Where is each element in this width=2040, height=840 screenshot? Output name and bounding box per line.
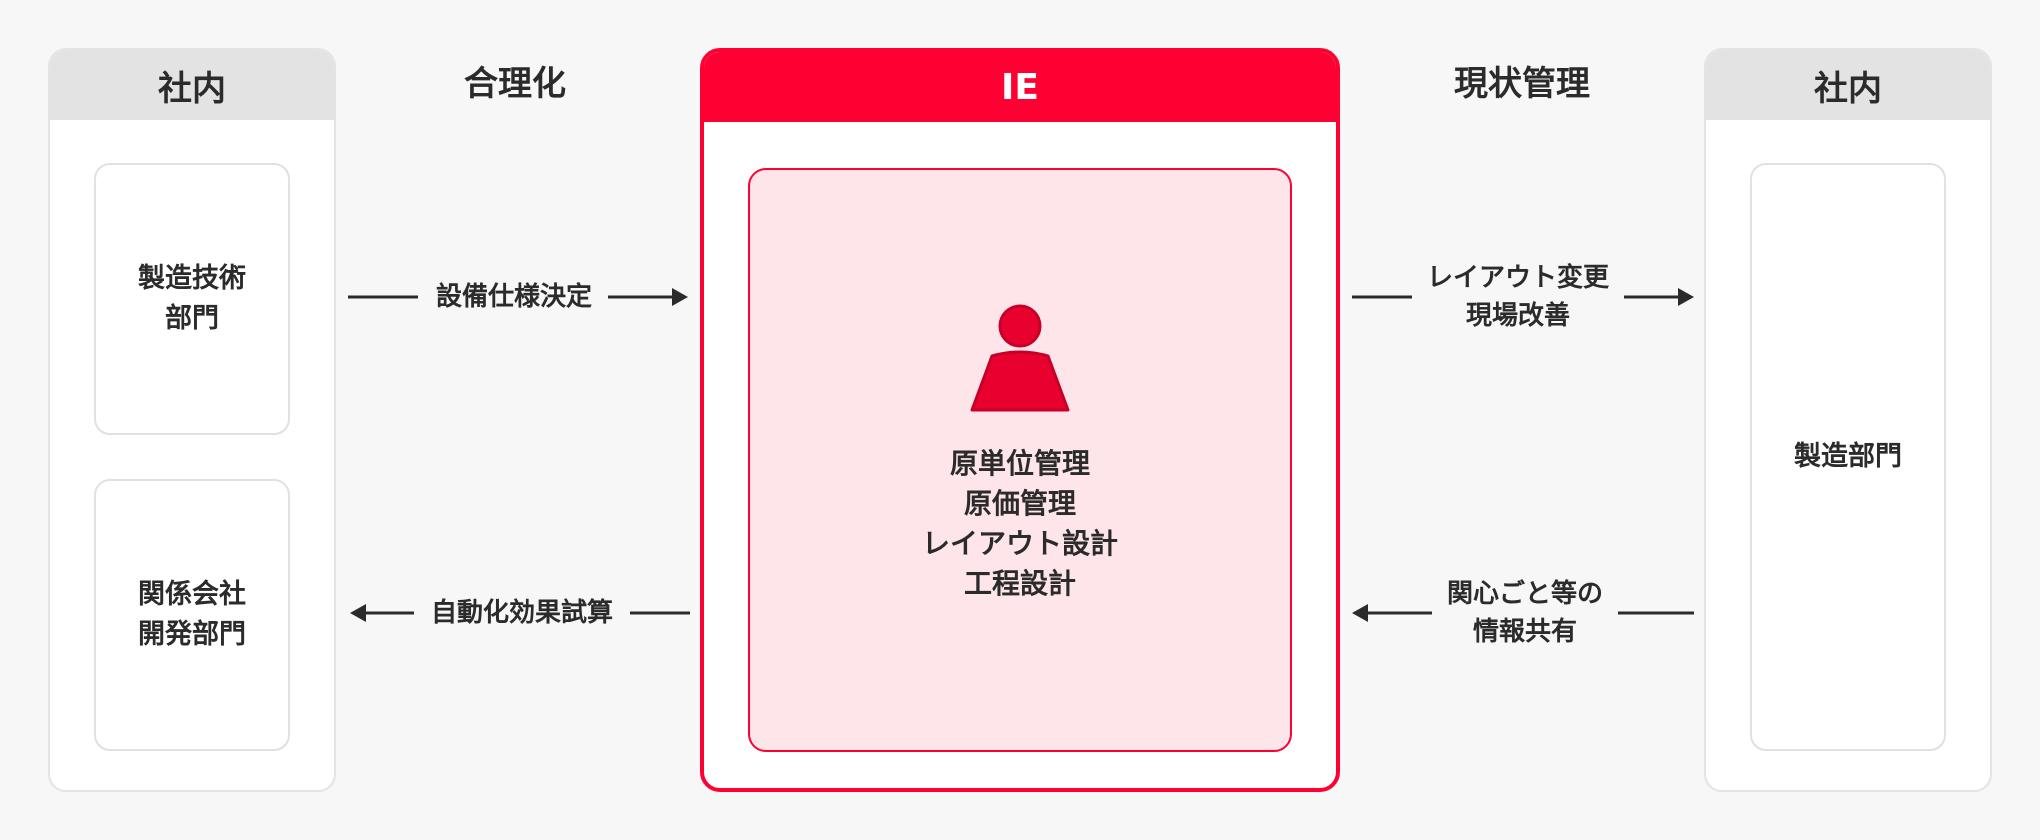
left-company-panel: 社内 製造技術 部門 関係会社 開発部門 [48,48,336,792]
flow-label-equipment-spec: 設備仕様決定 [426,278,602,316]
left-panel-header: 社内 [50,50,334,120]
flow-label-automation-estimate: 自動化効果試算 [418,594,626,632]
ie-role-box: 原単位管理 原価管理 レイアウト設計 工程設計 [748,168,1292,752]
ie-panel-header: IE [704,52,1336,122]
ie-task: 工程設計 [963,567,1076,600]
ie-task: 原単位管理 [949,447,1090,480]
right-panel-header: 社内 [1706,50,1990,120]
left-arrow-icon [1352,604,1694,622]
flow-label-layout-change: レイアウト変更 現場改善 [1416,259,1620,335]
status-management-heading: 現状管理 [1454,64,1590,104]
manufacturing-tech-dept-box: 製造技術 部門 [94,163,290,435]
person-icon [970,304,1070,412]
ie-task: 原価管理 [963,487,1076,520]
right-arrow-icon [1352,288,1694,306]
right-arrow-icon [348,288,688,306]
ie-task-list: 原単位管理 原価管理 レイアウト設計 工程設計 [750,444,1290,604]
rationalize-heading: 合理化 [464,64,566,104]
affiliate-dev-dept-box: 関係会社 開発部門 [94,479,290,751]
flow-equipment-spec: 設備仕様決定 [346,257,692,337]
ie-panel: IE 原単位管理 原価管理 レイアウト設計 工程設計 [700,48,1340,792]
flow-layout-change: レイアウト変更 現場改善 [1350,257,1696,337]
manufacturing-dept-box: 製造部門 [1750,163,1946,751]
right-company-panel: 社内 製造部門 [1704,48,1992,792]
flow-info-sharing: 関心ごと等の 情報共有 [1350,573,1696,653]
flow-label-info-sharing: 関心ごと等の 情報共有 [1436,575,1614,651]
flow-automation-estimate: 自動化効果試算 [346,573,692,653]
left-arrow-icon [350,604,690,622]
ie-task: レイアウト設計 [921,527,1118,560]
